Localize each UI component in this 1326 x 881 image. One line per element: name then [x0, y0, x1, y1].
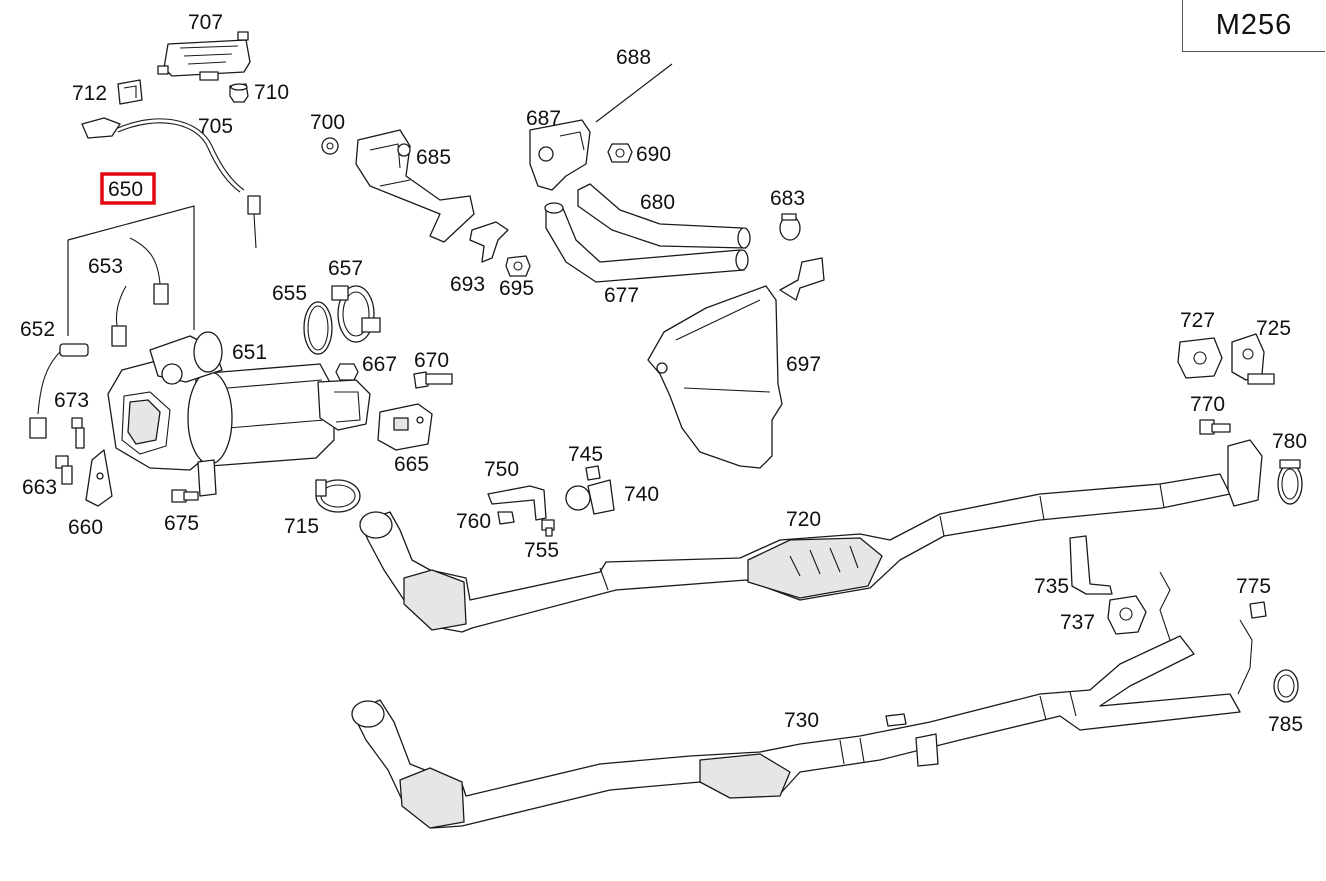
- part-715-clamp-ring[interactable]: [315, 479, 361, 513]
- model-designation-box: M256: [1182, 0, 1325, 52]
- part-673-bolt[interactable]: [71, 417, 85, 449]
- part-675-bolt[interactable]: [171, 489, 199, 503]
- label-650[interactable]: 650: [108, 178, 143, 201]
- part-707-control-unit[interactable]: [157, 31, 251, 81]
- label-785: 785: [1268, 713, 1303, 736]
- label-697: 697: [786, 353, 821, 376]
- part-705-temperature-sensor[interactable]: [81, 117, 261, 249]
- part-693-clip[interactable]: [469, 221, 509, 263]
- label-663: 663: [22, 476, 57, 499]
- label-677: 677: [604, 284, 639, 307]
- label-700: 700: [310, 111, 345, 134]
- label-707: 707: [188, 11, 223, 34]
- part-653-exhaust-sensor[interactable]: [111, 237, 169, 347]
- part-737-rubber-mount[interactable]: [1107, 595, 1147, 635]
- part-670-bolt[interactable]: [413, 371, 453, 389]
- highlight-box-650: [100, 172, 156, 205]
- part-770-bolt[interactable]: [1199, 419, 1231, 435]
- part-785-clamp[interactable]: [1273, 669, 1299, 703]
- label-770: 770: [1190, 393, 1225, 416]
- part-695-nut[interactable]: [505, 255, 531, 277]
- label-651: 651: [232, 341, 267, 364]
- model-designation: M256: [1215, 9, 1293, 41]
- label-712: 712: [72, 82, 107, 105]
- part-727-rubber-mount[interactable]: [1177, 337, 1223, 379]
- callout-labels: 707 712 710 705 650 653 652 651 673 663 …: [20, 11, 1307, 736]
- label-660: 660: [68, 516, 103, 539]
- label-715: 715: [284, 515, 319, 538]
- label-740: 740: [624, 483, 659, 506]
- part-780-clamp[interactable]: [1277, 459, 1303, 505]
- part-663-bolt[interactable]: [55, 455, 73, 485]
- part-775-nut[interactable]: [1249, 601, 1267, 619]
- part-667-nut[interactable]: [335, 363, 359, 381]
- label-688: 688: [616, 46, 651, 69]
- part-680-pipe[interactable]: [577, 183, 751, 249]
- label-720: 720: [786, 508, 821, 531]
- label-657: 657: [328, 257, 363, 280]
- part-740-rubber-mount[interactable]: [565, 479, 615, 515]
- part-755-bolt[interactable]: [541, 519, 555, 537]
- part-697-heat-shield[interactable]: [647, 257, 825, 469]
- part-745-nut[interactable]: [585, 465, 601, 481]
- label-652: 652: [20, 318, 55, 341]
- part-665-bracket[interactable]: [377, 403, 433, 451]
- label-750: 750: [484, 458, 519, 481]
- leader-650: [67, 205, 195, 336]
- part-651-catalytic-converter[interactable]: [107, 331, 371, 497]
- leader-688: [595, 63, 673, 123]
- part-685-bracket[interactable]: [355, 129, 475, 243]
- part-660-bracket[interactable]: [85, 449, 113, 507]
- label-680: 680: [640, 191, 675, 214]
- label-755: 755: [524, 539, 559, 562]
- label-727: 727: [1180, 309, 1215, 332]
- part-760-nut[interactable]: [497, 511, 515, 525]
- label-737: 737: [1060, 611, 1095, 634]
- part-690-nut[interactable]: [607, 143, 633, 163]
- part-687-valve[interactable]: [529, 119, 591, 191]
- label-725: 725: [1256, 317, 1291, 340]
- part-652-exhaust-sensor[interactable]: [29, 343, 89, 439]
- label-710: 710: [254, 81, 289, 104]
- part-683-clamp[interactable]: [779, 213, 801, 241]
- label-665: 665: [394, 453, 429, 476]
- part-655-gasket[interactable]: [303, 301, 333, 355]
- label-695: 695: [499, 277, 534, 300]
- part-750-bracket[interactable]: [487, 485, 547, 521]
- label-685: 685: [416, 146, 451, 169]
- label-760: 760: [456, 510, 491, 533]
- part-735-bracket[interactable]: [1069, 535, 1113, 595]
- label-705: 705: [198, 115, 233, 138]
- label-693: 693: [450, 273, 485, 296]
- label-735: 735: [1034, 575, 1069, 598]
- part-677-pipe[interactable]: [544, 202, 749, 283]
- part-710-nut[interactable]: [229, 83, 249, 103]
- part-720-front-pipe[interactable]: [359, 439, 1263, 633]
- label-673: 673: [54, 389, 89, 412]
- part-700-washer[interactable]: [321, 137, 339, 155]
- label-675: 675: [164, 512, 199, 535]
- label-653: 653: [88, 255, 123, 278]
- label-780: 780: [1272, 430, 1307, 453]
- label-683: 683: [770, 187, 805, 210]
- label-655: 655: [272, 282, 307, 305]
- label-690: 690: [636, 143, 671, 166]
- part-725-bracket[interactable]: [1231, 333, 1275, 385]
- part-730-rear-pipe[interactable]: [351, 571, 1253, 829]
- label-730: 730: [784, 709, 819, 732]
- label-775: 775: [1236, 575, 1271, 598]
- label-687: 687: [526, 107, 561, 130]
- part-657-clamp[interactable]: [331, 285, 381, 343]
- label-667: 667: [362, 353, 397, 376]
- label-745: 745: [568, 443, 603, 466]
- label-670: 670: [414, 349, 449, 372]
- part-712-clip[interactable]: [117, 79, 143, 105]
